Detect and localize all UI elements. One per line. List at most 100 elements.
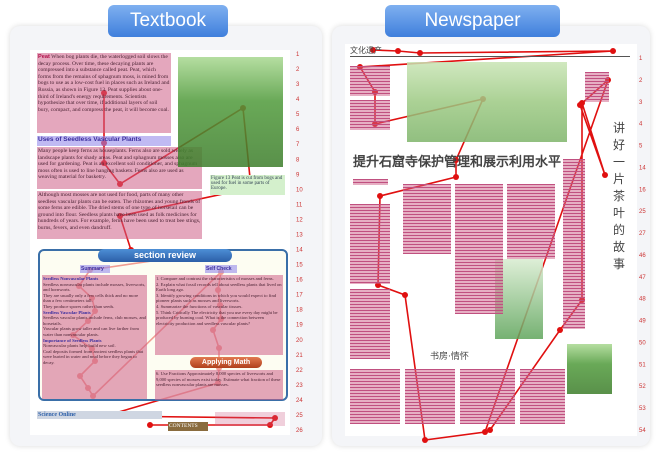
order-number: 14 (296, 248, 303, 254)
applying-math-banner: Applying Math (190, 357, 262, 368)
order-number: 22 (296, 368, 303, 374)
self-check-label: Self Check (205, 265, 237, 273)
order-number: 12 (296, 217, 303, 223)
text-column (350, 204, 390, 284)
order-number: 3 (639, 100, 643, 106)
summary-item: Nonvascular plants help build new soil. (43, 343, 116, 349)
order-number: 5 (296, 112, 300, 118)
summary-item: Seedless vascular plants include ferns, … (43, 315, 146, 326)
reading-order-node (487, 427, 493, 433)
order-number: 11 (296, 202, 303, 208)
footer-right (215, 412, 285, 426)
reading-order-node (370, 47, 376, 53)
order-number: 19 (296, 323, 303, 329)
order-number: 25 (639, 209, 646, 215)
order-number: 26 (296, 428, 303, 434)
landscape-photo (407, 62, 567, 142)
order-number: 2 (296, 67, 300, 73)
order-number: 25 (296, 413, 303, 419)
order-number: 27 (639, 231, 646, 237)
reading-order-node (557, 327, 563, 333)
order-number: 15 (296, 263, 303, 269)
reading-order-node (579, 100, 585, 106)
reading-order-node (602, 172, 608, 178)
order-number: 8 (296, 157, 300, 163)
order-number: 4 (639, 122, 643, 128)
reading-order-node (417, 50, 423, 56)
order-number: 53 (639, 406, 646, 412)
order-number: 14 (639, 165, 646, 171)
section-label: 文化遗产 (350, 45, 630, 57)
newspaper-title: Newspaper (385, 5, 560, 37)
subhead: 书房·情怀 (430, 352, 469, 362)
order-number: 13 (296, 233, 303, 239)
order-number: 48 (639, 297, 646, 303)
summary-list: Seedless Nonvascular Plants Seedless non… (42, 275, 147, 399)
order-number: 52 (639, 384, 646, 390)
summary-item: Coal deposits formed from ancient seedle… (43, 348, 144, 365)
summary-item: Seedless nonvascular plants include moss… (43, 281, 146, 293)
order-number: 10 (296, 187, 303, 193)
order-number: 54 (639, 428, 646, 434)
order-number: 16 (639, 187, 646, 193)
order-number: 46 (639, 253, 646, 259)
reading-order-node (147, 422, 153, 428)
tea-photo (567, 344, 612, 394)
text-column (460, 369, 515, 424)
order-number: 20 (296, 338, 303, 344)
footer-science-online[interactable]: Science Online (37, 411, 162, 419)
headline: 提升石窟寺保护管理和展示利用水平 (353, 155, 562, 170)
order-number: 50 (639, 341, 646, 347)
footer-contents-tag[interactable]: CONTENTS (168, 422, 208, 431)
order-number: 47 (639, 275, 646, 281)
self-check-list: 1. Compare and contrast the characterist… (155, 275, 283, 355)
order-number: 5 (639, 144, 643, 150)
bog-photo (178, 57, 283, 167)
textbook-title: Textbook (108, 5, 228, 37)
uses-paragraph: Many people keep ferns as houseplants. F… (37, 147, 202, 189)
order-number: 17 (296, 293, 303, 299)
check-item: 3. Identify growing conditions in which … (156, 292, 277, 304)
reading-order-node (395, 48, 401, 54)
check-item: 4. Summarize the functions of vascular t… (156, 303, 243, 309)
order-number: 4 (296, 97, 300, 103)
order-number: 2 (639, 78, 643, 84)
check-item: 1. Compare and contrast the characterist… (156, 276, 274, 281)
text-column (350, 289, 390, 359)
reading-order-node (610, 48, 616, 54)
food-paragraph: Although most mosses are not used for fo… (37, 191, 202, 239)
order-number: 16 (296, 278, 303, 284)
order-number: 3 (296, 82, 300, 88)
summary-item: Vascular plants grow taller and can live… (43, 326, 139, 337)
section-review-banner: section review (98, 249, 232, 262)
text-column (507, 184, 555, 259)
text-column (350, 100, 390, 130)
text-column (350, 369, 400, 424)
text-column (563, 159, 585, 329)
order-number: 9 (296, 172, 300, 178)
summary-label: Summary (80, 265, 110, 273)
side-title: 讲好一片茶叶的故事 (613, 121, 626, 271)
order-number: 23 (296, 383, 303, 389)
reading-order-node (402, 292, 408, 298)
reading-order-node (377, 193, 383, 199)
peat-paragraph: Peat When bog plants die, the waterlogge… (37, 53, 171, 133)
reading-order-node (272, 415, 278, 421)
text-column (353, 179, 388, 185)
inset-photo (495, 259, 543, 339)
order-number: 1 (639, 56, 643, 62)
uses-heading: Uses of Seedless Vascular Plants (37, 136, 171, 146)
summary-item: Seedless Nonvascular Plants (43, 276, 99, 281)
order-number: 18 (296, 308, 303, 314)
summary-item: They produce spores rather than seeds. (43, 303, 115, 309)
text-column (350, 66, 390, 96)
text-column (403, 184, 451, 254)
order-number: 21 (296, 353, 303, 359)
order-number: 7 (296, 142, 300, 148)
math-item: 6. Use Fractions Approximately 8,000 spe… (155, 370, 283, 400)
order-number: 6 (296, 127, 300, 133)
newspaper-page: 文化遗产 提升石窟寺保护管理和展示利用水平 讲好一片茶叶的故事 书房·情怀 (345, 44, 637, 436)
summary-item: Seedless Vascular Plants (43, 309, 91, 315)
order-number: 24 (296, 398, 303, 404)
peat-heading: Peat (38, 54, 50, 60)
